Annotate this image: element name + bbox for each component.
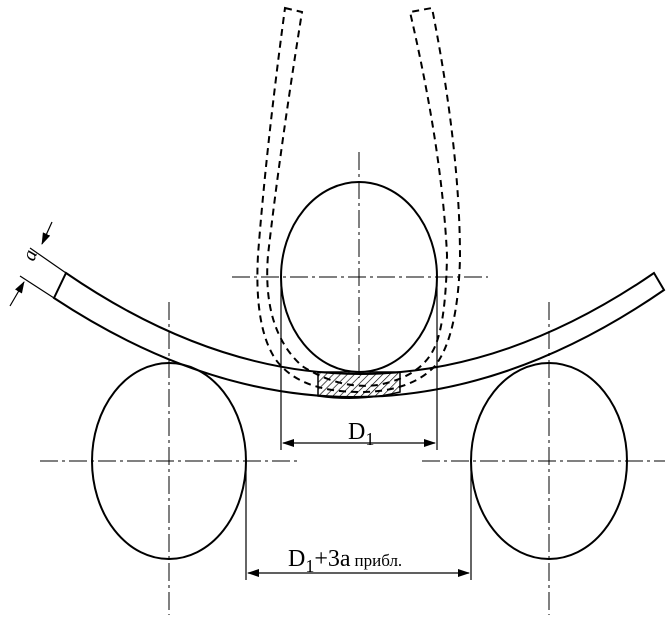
thickness-extension-bottom [19,275,55,299]
punch-outline-dashed [256,6,462,394]
thickness-label: a [18,247,42,264]
d1-label: D1 [348,419,374,449]
thickness-extension-top [29,247,67,274]
thickness-arrow-top [41,221,53,245]
thickness-arrow-bottom [9,281,25,307]
contact-zone-hatch [317,371,401,399]
bent-strip [52,271,666,399]
